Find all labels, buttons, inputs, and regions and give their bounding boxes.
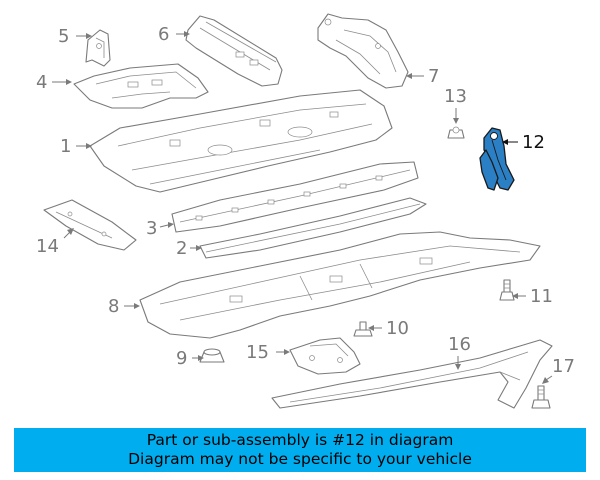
callout-leaders xyxy=(52,31,553,384)
callout-4[interactable]: 4 xyxy=(36,72,47,93)
callout-3[interactable]: 3 xyxy=(146,218,157,239)
parts-diagram: 5 6 4 7 1 13 12 14 3 2 8 11 10 9 15 16 1… xyxy=(36,13,575,409)
part-11-bolt xyxy=(499,279,515,301)
part-1-floor-pan xyxy=(89,89,393,193)
part-13-clip xyxy=(447,126,465,139)
callout-14[interactable]: 14 xyxy=(36,236,59,257)
callout-8[interactable]: 8 xyxy=(108,296,119,317)
callout-6[interactable]: 6 xyxy=(158,24,169,45)
part-10-clip xyxy=(353,321,373,337)
part-2-reinforcement xyxy=(199,197,427,259)
part-9-nut xyxy=(199,348,225,363)
callout-5[interactable]: 5 xyxy=(58,26,69,47)
part-8-underbody-panel xyxy=(139,231,541,339)
part-16-rail xyxy=(271,339,553,409)
callout-numbers: 5 6 4 7 1 13 12 14 3 2 8 11 10 9 15 16 1… xyxy=(36,24,575,377)
callout-17[interactable]: 17 xyxy=(552,356,575,377)
callout-15[interactable]: 15 xyxy=(246,342,269,363)
banner-line-2: Diagram may not be specific to your vehi… xyxy=(128,450,472,468)
callout-2[interactable]: 2 xyxy=(176,238,187,259)
callout-9[interactable]: 9 xyxy=(176,348,187,369)
callout-10[interactable]: 10 xyxy=(386,318,409,339)
part-6-rail xyxy=(185,15,283,87)
part-14-strip xyxy=(43,199,137,251)
part-17-bolt xyxy=(531,385,551,409)
callout-1[interactable]: 1 xyxy=(60,136,71,157)
part-12-bracket-highlighted[interactable] xyxy=(479,127,515,191)
part-5-bracket xyxy=(85,29,111,67)
callout-12[interactable]: 12 xyxy=(522,132,545,153)
callout-16[interactable]: 16 xyxy=(448,334,471,355)
callout-7[interactable]: 7 xyxy=(428,66,439,87)
part-7-bracket xyxy=(317,13,409,89)
part-4-floor-section xyxy=(73,63,209,109)
part-15-bracket-plate xyxy=(289,337,361,375)
banner-line-1: Part or sub-assembly is #12 in diagram xyxy=(146,431,454,449)
part-3-reinforcement xyxy=(171,161,419,233)
callout-11[interactable]: 11 xyxy=(530,286,553,307)
info-banner: Part or sub-assembly is #12 in diagram D… xyxy=(14,428,586,472)
callout-13[interactable]: 13 xyxy=(444,86,467,107)
